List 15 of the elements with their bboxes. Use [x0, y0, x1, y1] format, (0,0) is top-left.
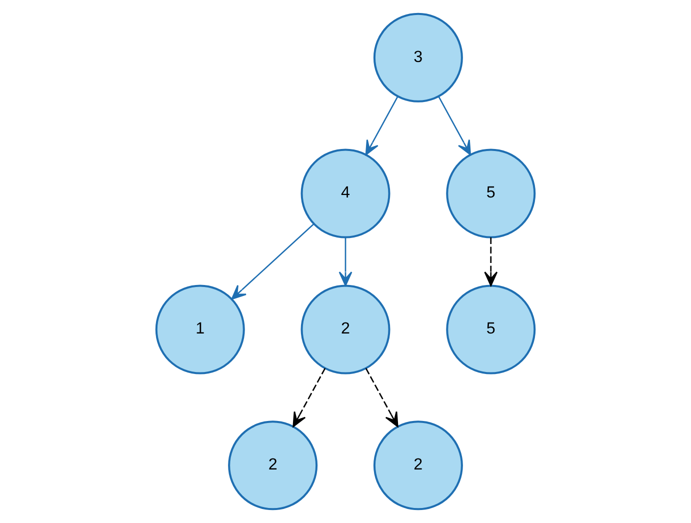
node-circle: 5 [446, 284, 536, 374]
node-circle: 1 [155, 284, 245, 374]
arrow [231, 224, 314, 300]
node-circle: 5 [446, 148, 536, 238]
arrow [292, 368, 326, 428]
node-circle: 3 [373, 12, 463, 102]
arrow [438, 96, 471, 156]
arrow [365, 96, 398, 156]
arrow [338, 237, 352, 286]
node-circle: 2 [373, 420, 463, 510]
node-circle: 2 [300, 284, 390, 374]
arrow [365, 368, 398, 428]
node-circle: 4 [300, 148, 390, 238]
arrow [484, 237, 498, 286]
node-circle: 2 [228, 420, 318, 510]
